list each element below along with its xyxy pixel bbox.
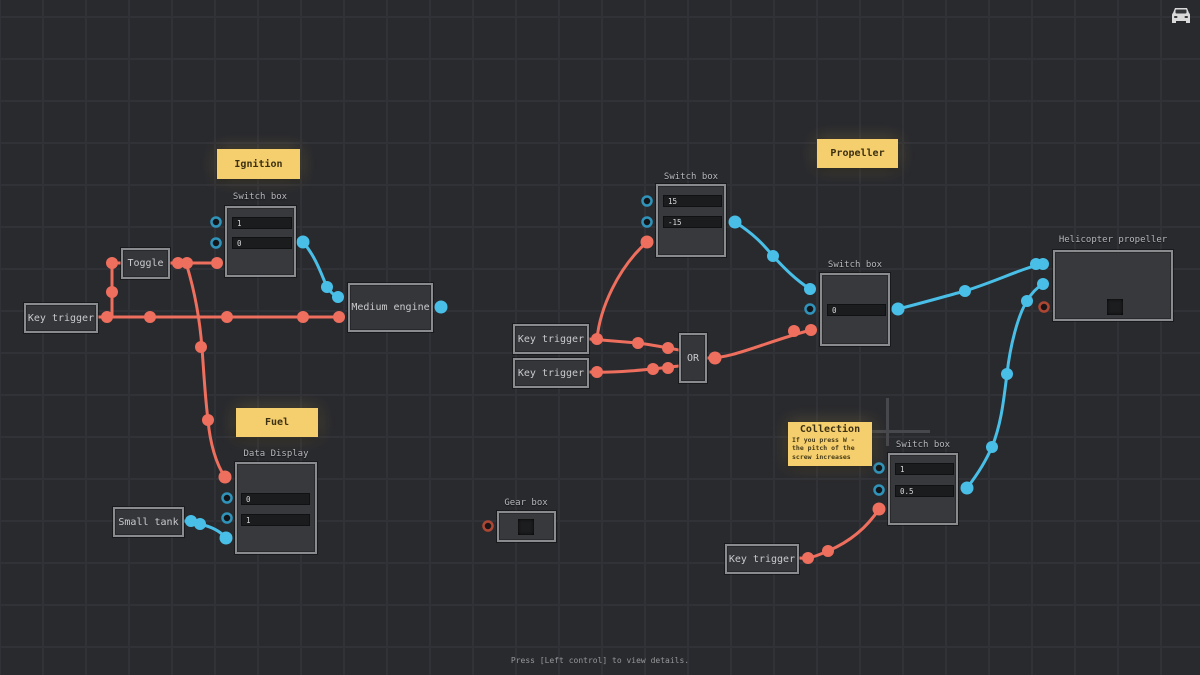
switch-box-title: Switch box <box>895 440 951 450</box>
wire-kt2-to-or <box>587 364 681 374</box>
data-display[interactable]: 0 1 <box>235 462 317 554</box>
origin-marker-vertical <box>886 398 889 446</box>
note-collection[interactable]: Collection If you press W - the pitch of… <box>788 422 872 466</box>
helicopter-propeller[interactable] <box>1053 250 1173 321</box>
wire-pitchswitch-to-heli <box>965 282 1045 490</box>
switch-value-input[interactable]: 1 <box>895 463 954 475</box>
switch-value-input[interactable]: 0 <box>232 237 292 249</box>
note-title: Propeller <box>830 148 885 159</box>
note-title: Collection <box>799 424 861 435</box>
input-port <box>873 484 885 496</box>
wire-or-to-collectiveswitch <box>705 328 813 360</box>
switch-value-input[interactable]: 0 <box>827 304 886 316</box>
wire-tank-to-datadisplay <box>182 519 228 540</box>
switch-box-collective[interactable]: 0 <box>820 273 890 346</box>
switch-value-input[interactable]: 15 <box>663 195 722 207</box>
wire-propswitch-to-collectiveswitch <box>733 220 812 291</box>
switch-value-input[interactable]: 0.5 <box>895 485 954 497</box>
node-key-trigger-left[interactable]: Key trigger <box>24 303 98 333</box>
node-small-tank[interactable]: Small tank <box>113 507 184 537</box>
node-label: Toggle <box>127 258 164 269</box>
input-port-red <box>1038 301 1050 313</box>
node-or-gate[interactable]: OR <box>679 333 707 383</box>
switch-box-title: Switch box <box>663 172 719 182</box>
note-fuel[interactable]: Fuel <box>236 408 318 437</box>
input-port <box>210 237 222 249</box>
data-display-value[interactable]: 1 <box>241 514 310 526</box>
gear-box-title: Gear box <box>504 498 548 508</box>
helicopter-propeller-icon <box>1107 299 1123 315</box>
wire-kt3-to-pitchswitch <box>797 507 881 560</box>
input-port-red <box>482 520 494 532</box>
vehicle-icon[interactable] <box>1169 6 1193 25</box>
note-title: Fuel <box>264 417 290 428</box>
wire-switchbox-to-engine <box>301 240 340 299</box>
node-key-trigger-3[interactable]: Key trigger <box>725 544 799 574</box>
switch-box-propeller[interactable]: 15 -15 <box>656 184 726 257</box>
switch-box-ignition[interactable]: 1 0 <box>225 206 296 277</box>
wire-collectiveswitch-to-heli <box>896 262 1045 311</box>
note-ignition[interactable]: Ignition <box>217 149 300 179</box>
node-label: Key trigger <box>517 367 585 379</box>
origin-marker-horizontal <box>862 430 930 433</box>
node-label: Key trigger <box>517 333 585 345</box>
gear-box[interactable] <box>497 511 556 542</box>
data-display-value[interactable]: 0 <box>241 493 310 505</box>
hint-text: Press [Left control] to view details. <box>510 656 690 665</box>
input-port <box>804 303 816 315</box>
note-title: Ignition <box>234 158 283 170</box>
node-label: OR <box>686 352 700 364</box>
wire-toggle-to-datadisplay <box>185 264 227 479</box>
node-toggle[interactable]: Toggle <box>121 248 170 279</box>
switch-value-input[interactable]: -15 <box>663 216 722 228</box>
input-port <box>221 492 233 504</box>
data-display-title: Data Display <box>243 449 309 459</box>
node-key-trigger-2[interactable]: Key trigger <box>513 358 589 388</box>
node-label: Key trigger <box>27 312 95 324</box>
input-port <box>641 216 653 228</box>
wire-kt1-to-propswitch <box>595 240 649 341</box>
switch-box-title: Switch box <box>827 260 883 270</box>
node-label: Medium engine <box>351 302 430 313</box>
node-key-trigger-1[interactable]: Key trigger <box>513 324 589 354</box>
node-medium-engine[interactable]: Medium engine <box>348 283 433 332</box>
helicopter-propeller-title: Helicopter propeller <box>1058 235 1168 245</box>
switch-box-title: Switch box <box>232 192 288 202</box>
note-body: If you press W - the pitch of the screw … <box>792 436 855 461</box>
input-port <box>641 195 653 207</box>
note-propeller[interactable]: Propeller <box>817 139 898 168</box>
input-port <box>221 512 233 524</box>
node-label: Key trigger <box>728 553 796 565</box>
node-label: Small tank <box>118 516 179 528</box>
gear-box-icon <box>518 519 534 535</box>
input-port <box>873 462 885 474</box>
input-port <box>210 216 222 228</box>
switch-value-input[interactable]: 1 <box>232 217 292 229</box>
switch-box-pitch[interactable]: 1 0.5 <box>888 453 958 525</box>
wire-kt1-to-or <box>587 337 681 352</box>
wire-branch-to-toggle <box>110 261 123 319</box>
